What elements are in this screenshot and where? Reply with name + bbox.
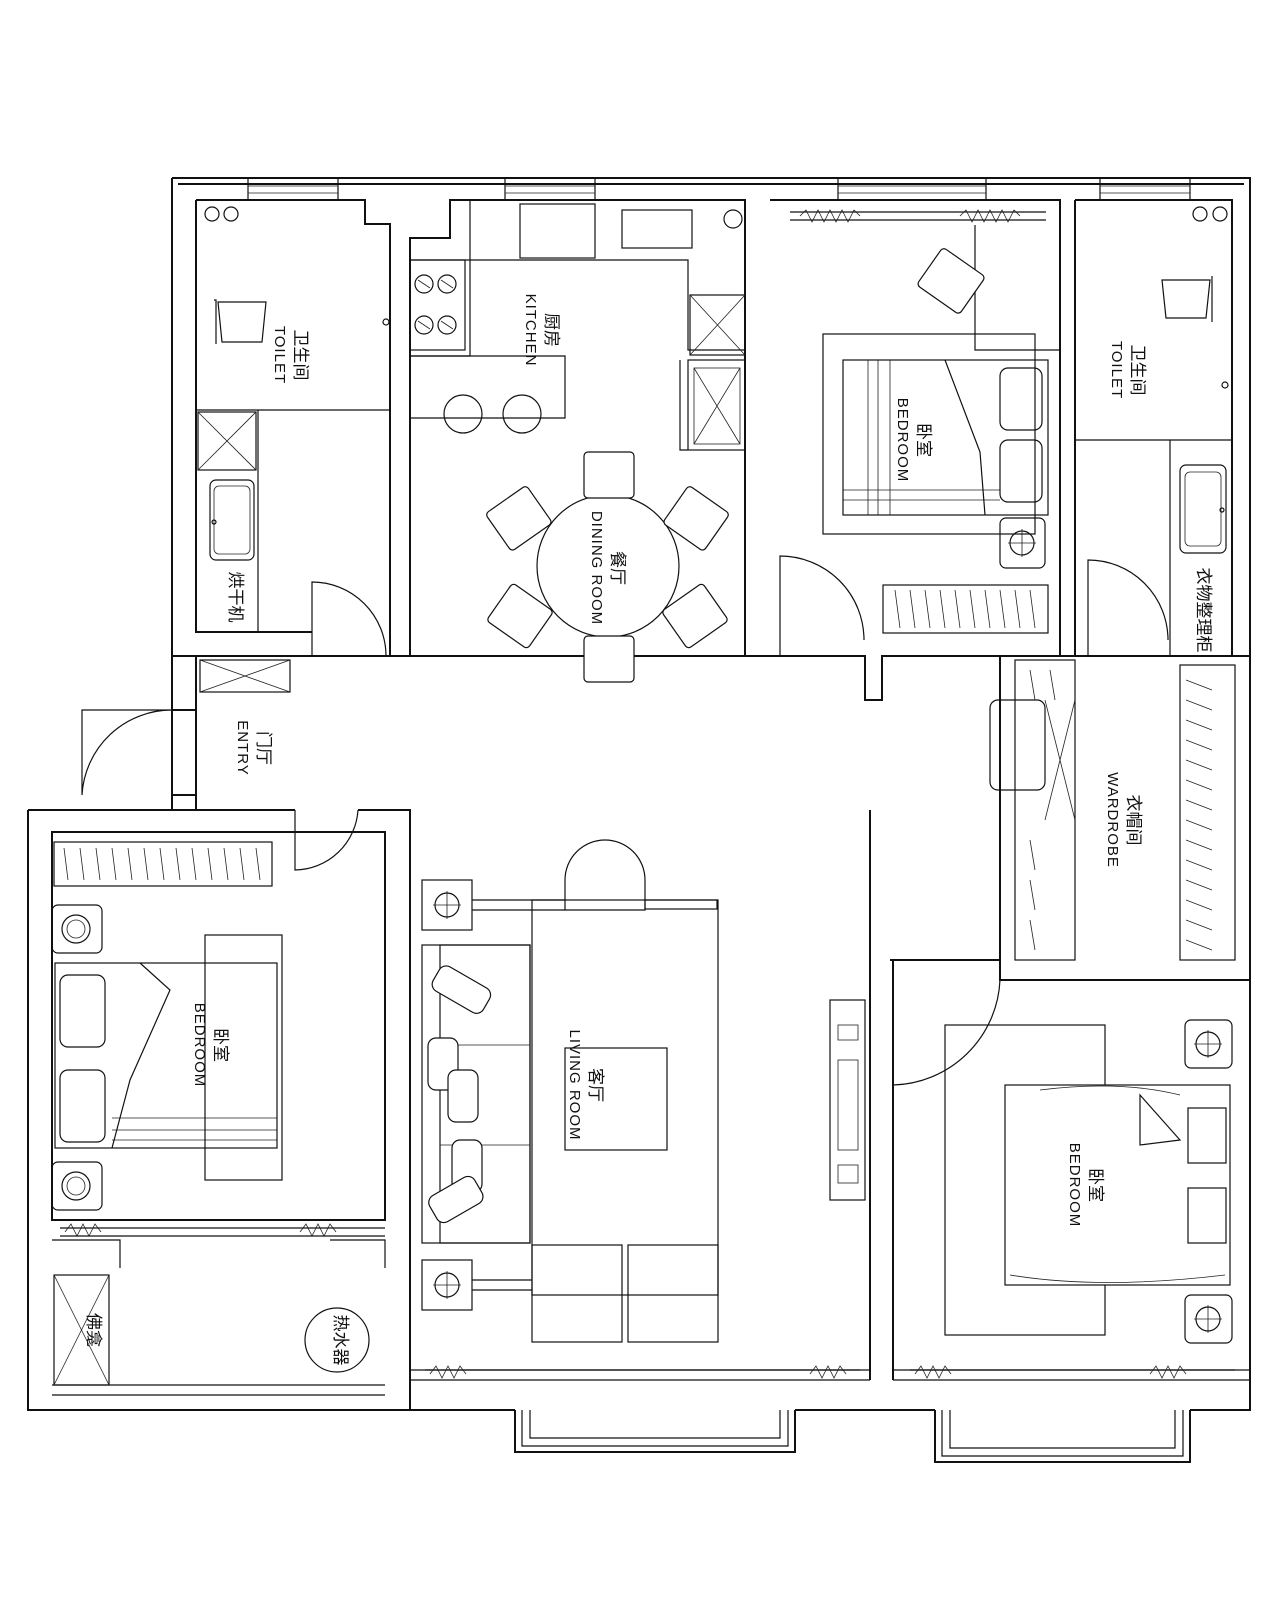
laundry-label: 衣物整理柜	[1194, 568, 1213, 653]
living-label-cn: 客厅	[586, 1068, 605, 1102]
entry-label-cn: 门厅	[254, 731, 273, 765]
dryer-label: 烘干机	[226, 572, 245, 623]
doors	[81, 555, 1169, 1086]
water-heater-label: 热水器	[331, 1315, 350, 1366]
bedroom-top-furniture	[790, 209, 1060, 634]
wardrobe-label-cn: 衣帽间	[1124, 795, 1143, 846]
top-windows	[247, 177, 1191, 201]
bedroom-right-label-en: BEDROOM	[1066, 1143, 1083, 1228]
toilet-right-label-en: TOILET	[1108, 341, 1125, 399]
fixture-labels: 烘干机 衣物整理柜 佛龛 热水器	[84, 568, 1213, 1366]
entry-cabinet	[199, 659, 291, 693]
kitchen-label-en: KITCHEN	[522, 294, 539, 367]
living-furniture	[421, 839, 866, 1343]
toilet-left-fixtures	[197, 206, 390, 561]
kitchen-label-cn: 厨房	[542, 313, 561, 347]
bedroom-left-label-en: BEDROOM	[191, 1003, 208, 1088]
kitchen-fixtures	[409, 200, 746, 451]
entry-label-en: ENTRY	[234, 720, 251, 776]
dining-label-en: DINING ROOM	[588, 511, 605, 625]
wardrobe-label-en: WARDROBE	[1104, 772, 1121, 868]
bedroom-top-label-cn: 卧室	[914, 423, 933, 457]
interior-walls	[28, 199, 1250, 1410]
bedroom-right-label-cn: 卧室	[1086, 1168, 1105, 1202]
toilet-right-label-cn: 卫生间	[1128, 345, 1147, 396]
bedroom-top-label-en: BEDROOM	[894, 398, 911, 483]
living-label-en: LIVING ROOM	[566, 1029, 583, 1140]
outer-walls	[27, 177, 1251, 1463]
room-labels: 卫生间 TOILET 厨房 KITCHEN 餐厅 DINING ROOM 卧室 …	[191, 294, 1147, 1228]
bedroom-left-label-cn: 卧室	[211, 1028, 230, 1062]
bedroom-right-furniture	[944, 1019, 1233, 1344]
shrine-label: 佛龛	[84, 1313, 103, 1347]
dining-table	[486, 451, 729, 683]
curtain-tracks	[64, 1223, 1235, 1379]
dining-label-cn: 餐厅	[608, 551, 627, 585]
bedroom-left-furniture	[51, 841, 385, 1386]
toilet-left-label-en: TOILET	[271, 326, 288, 384]
toilet-right-fixtures	[1161, 206, 1229, 554]
wardrobe-fixtures	[989, 659, 1236, 961]
toilet-left-label-cn: 卫生间	[291, 330, 310, 381]
